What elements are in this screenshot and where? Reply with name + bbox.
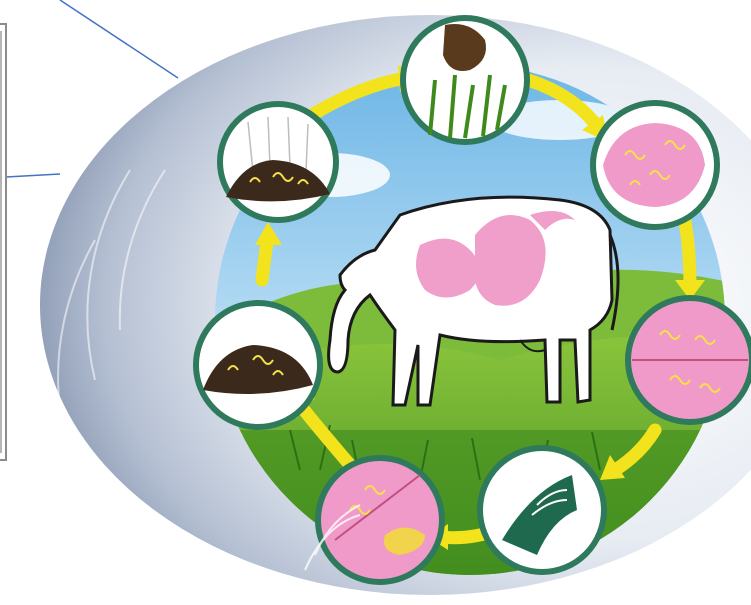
callout-line-left [6,174,60,177]
stage-grass-feeding [403,18,527,142]
stage-rumen-microbes [593,103,717,227]
stage-manure-microbes [318,458,442,582]
stage-cow-intestine [480,448,604,572]
callout-line-top [60,0,178,78]
stage-soil-microbes [220,104,336,220]
stage-manure-pile [196,303,320,427]
stage-stomach-chambers [628,298,751,422]
left-panel-border [0,31,2,453]
